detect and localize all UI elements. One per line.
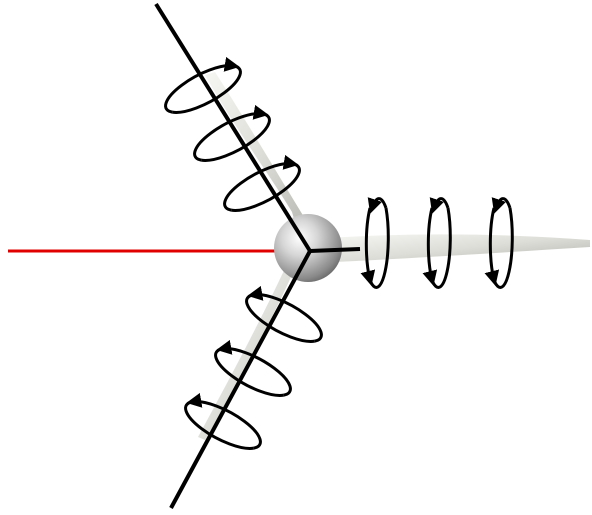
upper-left-blade-axis [154,2,312,253]
right-blade [330,234,590,262]
right-blade-rotation-markers [360,197,514,289]
lower-left-blade [198,262,295,440]
rotation-arrow [245,285,323,343]
rotation-arrow [184,392,262,450]
rotation-arrow [223,154,301,212]
lower-left-blade-axis [169,250,312,509]
blade-surfaces [198,72,590,440]
upper-left-blade-rotation-markers [164,56,301,212]
upper-left-blade [205,72,312,240]
rotation-arrow [193,104,271,162]
blade-axes [154,2,312,509]
rotation-arrow [214,339,292,397]
lower-left-blade-rotation-markers [184,285,323,450]
right-blade-axis [309,247,361,253]
rotation-arrow [164,56,242,114]
rotation-arrow [484,197,514,289]
rotation-arrow [422,197,452,289]
rotation-arrow [360,197,390,289]
